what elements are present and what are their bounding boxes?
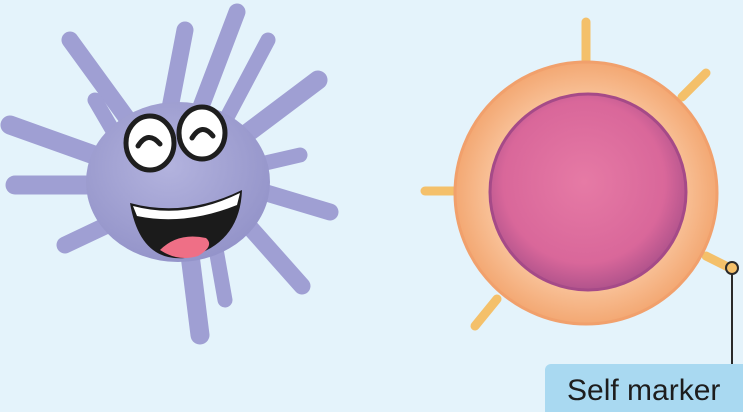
self-marker-label: Self marker: [545, 364, 743, 412]
cell-nucleus: [490, 94, 686, 290]
self-marker-icon: [726, 262, 738, 364]
left-eye-icon: [126, 116, 174, 170]
dendritic-cell: [10, 12, 330, 335]
self-cell: [425, 22, 738, 364]
right-eye-icon: [179, 107, 225, 159]
